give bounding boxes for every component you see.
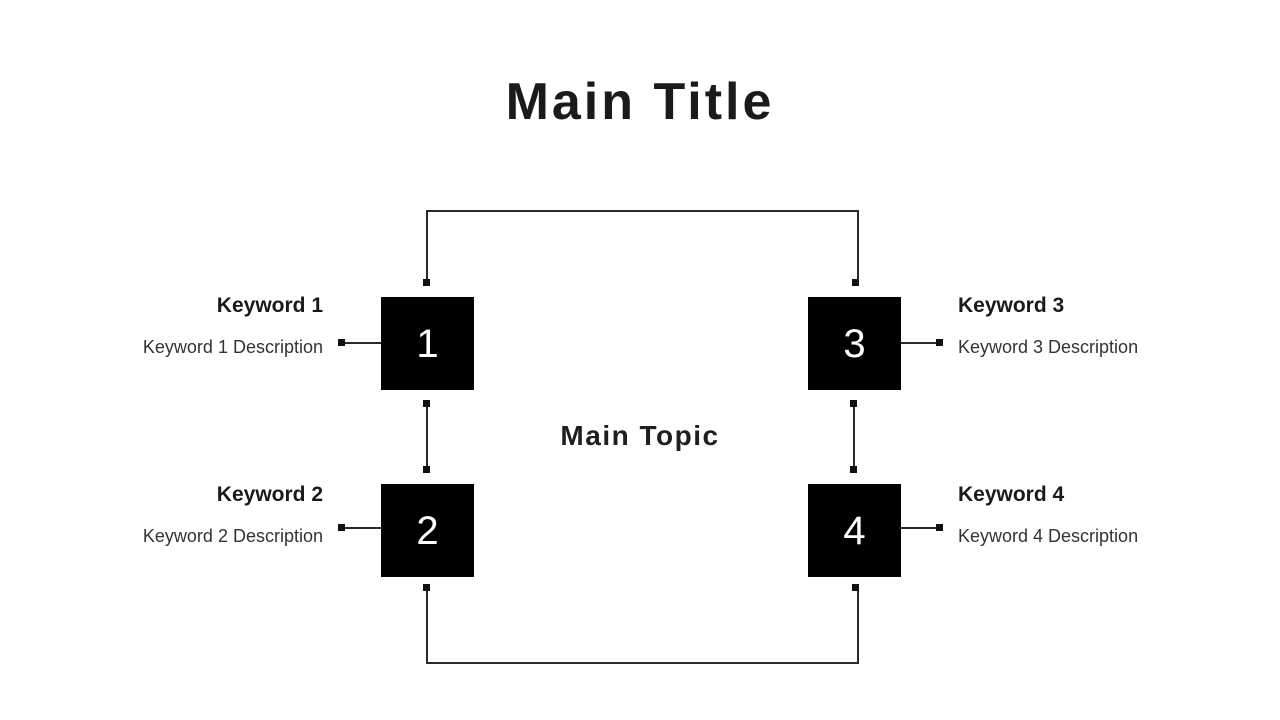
node-square-1: 1 bbox=[381, 297, 474, 390]
leader-line-node3 bbox=[901, 342, 940, 344]
keyword-2-label: Keyword 2 bbox=[216, 483, 323, 506]
leader-line-node1 bbox=[342, 342, 381, 344]
connector-endpoint-dot bbox=[423, 400, 430, 407]
node-square-4: 4 bbox=[808, 484, 901, 577]
leader-endpoint-dot bbox=[936, 524, 943, 531]
connector-top-bracket bbox=[426, 210, 859, 282]
connector-bottom-bracket bbox=[426, 591, 859, 664]
connector-endpoint-dot bbox=[423, 584, 430, 591]
keyword-3-label: Keyword 3 bbox=[958, 294, 1065, 317]
connector-endpoint-dot bbox=[852, 279, 859, 286]
keyword-4-label: Keyword 4 bbox=[958, 483, 1065, 506]
keyword-1-description: Keyword 1 Description bbox=[142, 337, 323, 357]
node-square-3: 3 bbox=[808, 297, 901, 390]
keyword-2-description: Keyword 2 Description bbox=[142, 526, 323, 546]
leader-line-node2 bbox=[342, 527, 381, 529]
keyword-4-description: Keyword 4 Description bbox=[958, 526, 1139, 546]
connector-endpoint-dot bbox=[850, 466, 857, 473]
leader-line-node4 bbox=[901, 527, 940, 529]
keyword-3-description: Keyword 3 Description bbox=[958, 337, 1139, 357]
node-number: 1 bbox=[416, 321, 439, 366]
node-number: 3 bbox=[843, 321, 866, 366]
connector-endpoint-dot bbox=[423, 466, 430, 473]
node-number: 2 bbox=[416, 508, 439, 553]
connector-right-vertical bbox=[853, 403, 855, 470]
leader-endpoint-dot bbox=[936, 339, 943, 346]
leader-endpoint-dot bbox=[338, 524, 345, 531]
connector-endpoint-dot bbox=[852, 584, 859, 591]
node-square-2: 2 bbox=[381, 484, 474, 577]
connector-left-vertical bbox=[426, 403, 428, 470]
center-topic-label: Main Topic bbox=[560, 420, 720, 451]
leader-endpoint-dot bbox=[338, 339, 345, 346]
connector-endpoint-dot bbox=[423, 279, 430, 286]
keyword-1-label: Keyword 1 bbox=[216, 294, 323, 317]
connector-endpoint-dot bbox=[850, 400, 857, 407]
page-title: Main Title bbox=[505, 73, 775, 131]
node-number: 4 bbox=[843, 508, 866, 553]
